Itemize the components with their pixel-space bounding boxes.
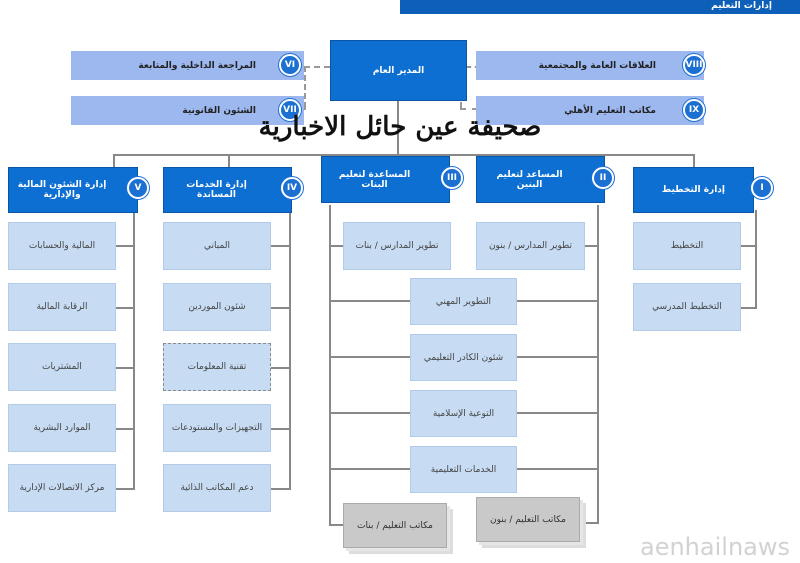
numeral-badge: II bbox=[592, 167, 614, 189]
numeral-badge: I bbox=[751, 177, 773, 199]
numeral-badge: VII bbox=[279, 99, 301, 121]
numeral-badge: IV bbox=[281, 177, 303, 199]
unit-finance-accounts[interactable]: المالية والحسابات bbox=[8, 222, 116, 270]
offices-boys[interactable]: مكاتب التعليم / بنون bbox=[476, 497, 580, 542]
unit-schools-development-girls[interactable]: تطوير المدارس / بنات bbox=[343, 222, 451, 270]
overlay-title: صحيفة عين حائل الاخبارية bbox=[258, 112, 542, 142]
staff-unit-label: العلاقات العامة والمجتمعية bbox=[538, 60, 656, 71]
department-planning[interactable]: إدارة التخطيط bbox=[633, 167, 754, 213]
numeral-badge: VI bbox=[279, 54, 301, 76]
department-label: إدارة التخطيط bbox=[661, 185, 725, 195]
unit-human-resources[interactable]: الموارد البشرية bbox=[8, 404, 116, 452]
staff-unit-label: المراجعة الداخلية والمتابعة bbox=[138, 60, 256, 71]
department-support-services[interactable]: إدارة الخدمات المساندة bbox=[163, 167, 292, 213]
numeral-badge: III bbox=[441, 167, 463, 189]
unit-planning[interactable]: التخطيط bbox=[633, 222, 741, 270]
staff-unit-label: مكاتب التعليم الأهلي bbox=[564, 105, 656, 116]
unit-school-planning[interactable]: التخطيط المدرسي bbox=[633, 283, 741, 331]
unit-suppliers-affairs[interactable]: شئون الموردين bbox=[163, 283, 271, 331]
header-title: إدارات التعليم bbox=[711, 1, 772, 11]
staff-unit-label: الشئون القانونية bbox=[182, 105, 256, 116]
unit-equipment-warehouses[interactable]: التجهيزات والمستودعات bbox=[163, 404, 271, 452]
department-label: المساعد لتعليم البنين bbox=[496, 169, 563, 190]
unit-islamic-awareness[interactable]: التوعية الإسلامية bbox=[410, 390, 517, 437]
department-boys-education[interactable]: المساعد لتعليم البنين bbox=[476, 156, 605, 203]
department-label: إدارة الشئون المالية والإدارية bbox=[17, 180, 107, 200]
unit-offices-support[interactable]: دعم المكاتب الذائية bbox=[163, 464, 271, 512]
numeral-badge: IX bbox=[683, 99, 705, 121]
staff-unit-vi[interactable]: المراجعة الداخلية والمتابعة bbox=[71, 51, 304, 80]
unit-procurement[interactable]: المشتريات bbox=[8, 343, 116, 391]
unit-admin-communications[interactable]: مركز الاتصالات الإدارية bbox=[8, 464, 116, 512]
department-label: إدارة الخدمات المساندة bbox=[186, 180, 247, 200]
watermark-text: aenhailnaws bbox=[640, 533, 790, 561]
director-box[interactable]: المدير العام bbox=[330, 40, 467, 101]
department-finance-admin[interactable]: إدارة الشئون المالية والإدارية bbox=[8, 167, 138, 213]
staff-unit-vii[interactable]: الشئون القانونية bbox=[71, 96, 304, 125]
unit-schools-development-boys[interactable]: تطوير المدارس / بنون bbox=[476, 222, 585, 270]
header-bar bbox=[400, 0, 800, 14]
director-label: المدير العام bbox=[372, 65, 425, 76]
staff-unit-viii[interactable]: العلاقات العامة والمجتمعية bbox=[476, 51, 704, 80]
unit-buildings[interactable]: المباني bbox=[163, 222, 271, 270]
unit-information-technology[interactable]: تقنية المعلومات bbox=[163, 343, 271, 391]
staff-unit-ix[interactable]: مكاتب التعليم الأهلي bbox=[476, 96, 704, 125]
unit-educational-services[interactable]: الخدمات التعليمية bbox=[410, 446, 517, 493]
department-girls-education[interactable]: المساعدة لتعليم البنات bbox=[321, 156, 450, 203]
numeral-badge: VIII bbox=[683, 54, 705, 76]
offices-girls[interactable]: مكاتب التعليم / بنات bbox=[343, 503, 447, 548]
unit-teaching-staff-affairs[interactable]: شئون الكادر التعليمي bbox=[410, 334, 517, 381]
unit-professional-development[interactable]: التطوير المهني bbox=[410, 278, 517, 325]
department-label: المساعدة لتعليم البنات bbox=[338, 169, 411, 190]
unit-financial-control[interactable]: الرقابة المالية bbox=[8, 283, 116, 331]
numeral-badge: V bbox=[127, 177, 149, 199]
